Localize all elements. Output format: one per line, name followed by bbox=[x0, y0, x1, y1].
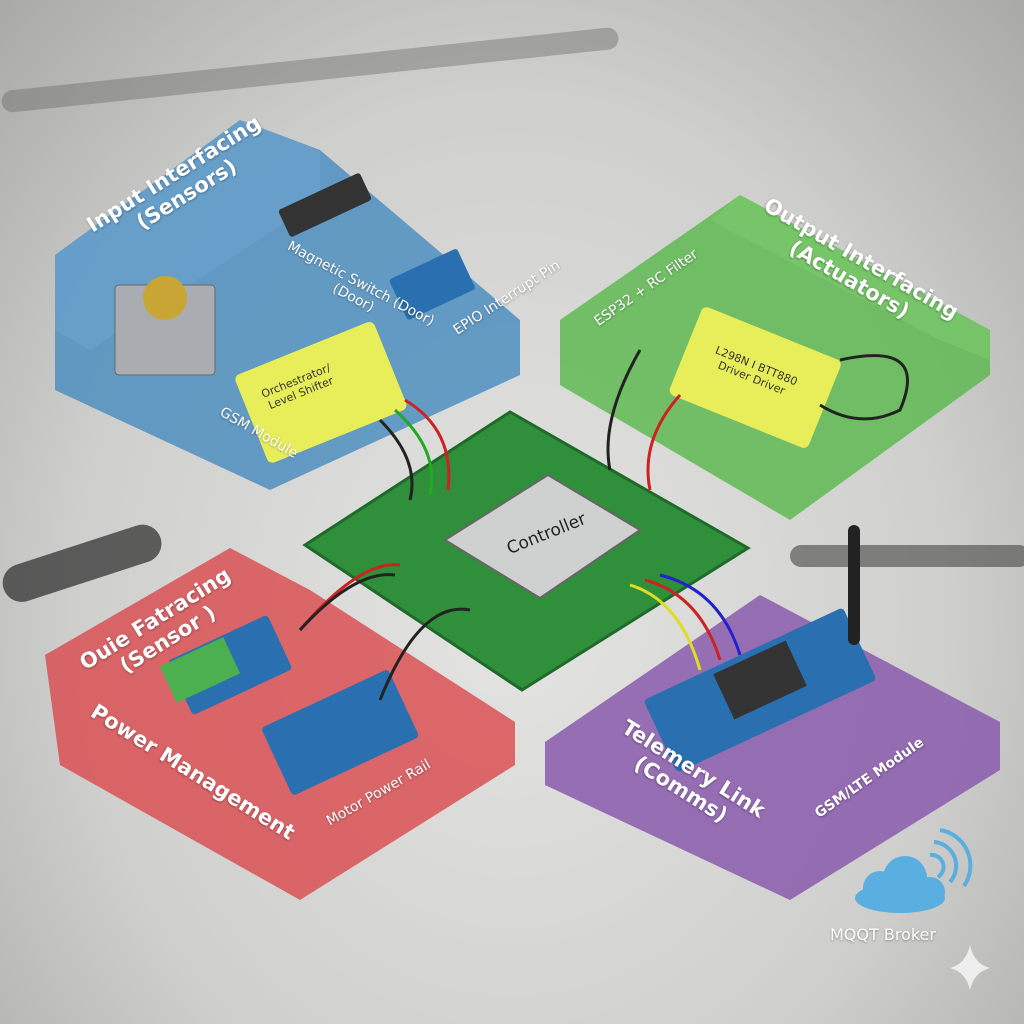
cloud-wifi-icon bbox=[855, 828, 973, 913]
background-pen bbox=[2, 524, 162, 602]
solenoid-cap bbox=[143, 276, 187, 320]
magnetic-switch bbox=[278, 173, 372, 237]
level-shifter-module bbox=[235, 321, 407, 463]
background-pen bbox=[1, 27, 619, 113]
mqtt-broker-label: MQQT Broker bbox=[830, 925, 936, 944]
motor-driver-module bbox=[262, 670, 419, 795]
gsm-chip bbox=[713, 640, 807, 720]
driver-module bbox=[669, 307, 841, 448]
terminal-block bbox=[159, 637, 241, 703]
sparkle-icon bbox=[950, 945, 990, 990]
controller-board bbox=[302, 410, 751, 692]
background-pen bbox=[790, 545, 1024, 567]
controller-chip bbox=[443, 473, 642, 600]
comms-panel bbox=[545, 595, 1000, 900]
wires bbox=[298, 349, 909, 701]
antenna bbox=[848, 525, 860, 645]
sensor-module bbox=[389, 249, 475, 320]
